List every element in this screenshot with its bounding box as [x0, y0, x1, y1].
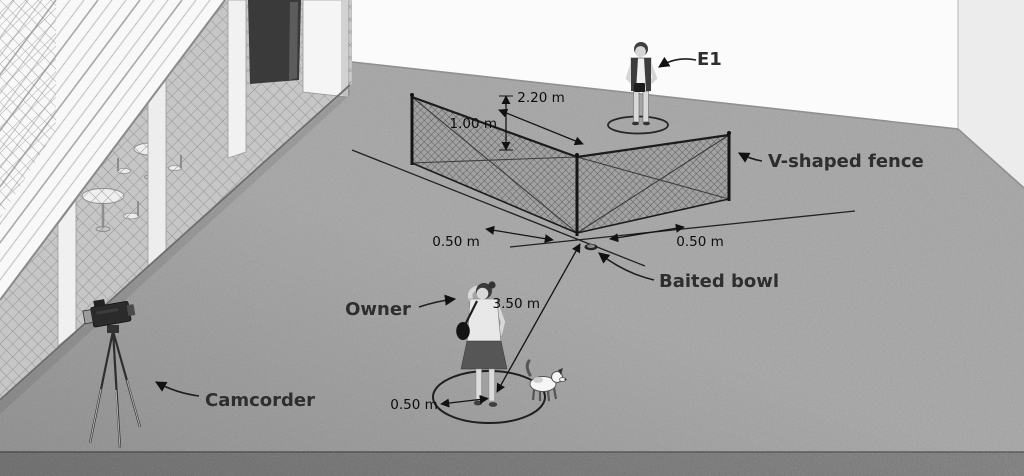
dim-arrow-fence-length: [498, 108, 584, 146]
owner-bag-strap: [464, 300, 478, 326]
dim-arrow-gap-left: [485, 225, 554, 244]
building-base-shadow: [0, 87, 350, 414]
door-panel: [289, 2, 298, 80]
roof-eave-edge: [0, 0, 226, 301]
building-base-edge: [0, 84, 351, 401]
owner-leg: [488, 368, 495, 402]
arrow-to-camcorder: [155, 381, 200, 397]
dim-arrow-owner-distance: [496, 243, 581, 393]
dim-owner-distance: 3.50 m: [492, 296, 540, 312]
kennel-building: [0, 0, 352, 414]
camcorder-tripod: [82, 299, 142, 449]
wall-floor-edge: [351, 61, 1024, 189]
v-shaped-fence: [410, 93, 731, 236]
owner-handbag: [456, 322, 470, 340]
fence-post: [227, 0, 247, 159]
e1-figure: [625, 42, 658, 126]
e1-vest: [631, 58, 638, 91]
owner-skirt: [460, 340, 508, 370]
fence-post: [57, 198, 77, 347]
dim-arrow-gap-right: [609, 223, 685, 243]
v-fence-rails: [411, 95, 730, 234]
chain-link-front: [0, 0, 56, 218]
label-baited-bowl: Baited bowl: [659, 271, 779, 292]
v-fence-braces: [411, 96, 730, 234]
dim-arrow-circle-radius: [440, 394, 489, 408]
label-e1: E1: [697, 49, 722, 70]
dim-gap-right: 0.50 m: [676, 234, 724, 250]
dimension-lines: [440, 95, 685, 408]
camcorder-body: [82, 299, 136, 328]
dim-gap-left: 0.50 m: [432, 234, 480, 250]
owner-leg: [475, 368, 482, 402]
dim-circle-radius: 0.50 m: [390, 397, 438, 413]
arrow-to-v-fence: [738, 152, 763, 163]
right-wall: [958, 0, 1024, 188]
label-v-shaped-fence: V-shaped fence: [768, 151, 924, 172]
dim-fence-height: 1.00 m: [449, 116, 497, 132]
e1-vest: [644, 58, 651, 91]
e1-leg: [633, 89, 640, 123]
arrow-to-e1: [658, 56, 697, 68]
dim-fence-length: 2.20 m: [517, 90, 565, 106]
label-camcorder: Camcorder: [205, 390, 315, 411]
camcorder-viewfinder: [93, 299, 106, 307]
e1-leg: [642, 89, 649, 123]
owner-hair-bun: [488, 281, 496, 289]
tripod-head: [107, 325, 119, 333]
doorway: [248, 0, 301, 84]
baited-bowl: [584, 243, 598, 251]
e1-bag: [634, 83, 645, 92]
fence-post: [147, 77, 167, 268]
v-fence-posts: [410, 95, 731, 236]
fence-post-shade: [341, 0, 348, 97]
label-arrows: [155, 56, 763, 397]
label-owner: Owner: [345, 299, 411, 320]
arrow-to-baited-bowl: [598, 252, 655, 281]
arrow-to-owner: [418, 294, 457, 308]
camcorder-screen: [82, 309, 94, 325]
